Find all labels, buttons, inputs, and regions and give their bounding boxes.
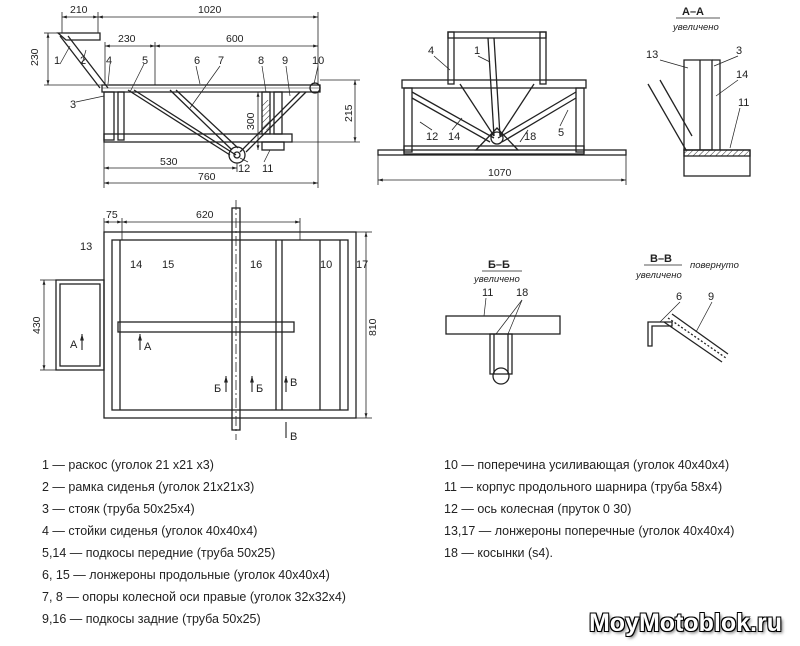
callout-9: 9: [282, 55, 288, 67]
plan-view-cutmarks: [80, 334, 288, 438]
callout-12: 12: [238, 163, 250, 175]
dim-760: 760: [198, 171, 216, 183]
callout-2: 2: [80, 55, 86, 67]
section-bb-subtitle: увеличено: [473, 274, 520, 285]
plan-callout-13: 13: [80, 241, 92, 253]
side-view-callouts: [59, 45, 319, 163]
legend-item: 10 — поперечина усиливающая (уголок 40х4…: [444, 458, 730, 472]
side-view: [56, 32, 321, 164]
cut-v-upper: В: [290, 377, 297, 389]
cut-b-left: Б: [214, 383, 221, 395]
callout-3: 3: [70, 99, 76, 111]
legend-item: 1 — раскос (уголок 21 х21 х3): [42, 458, 214, 472]
cut-b-right: Б: [256, 383, 263, 395]
rear-view-labels: 1070 4 1 12 14 18 5: [426, 45, 564, 179]
plan-callout-16: 16: [250, 259, 262, 271]
rear-callout-1: 1: [474, 45, 480, 57]
plan-callout-15: 15: [162, 259, 174, 271]
aa-callout-3: 3: [736, 45, 742, 57]
section-vv: В–В увеличено повернуто 6 9: [635, 253, 739, 363]
legend-item: 18 — косынки (s4).: [444, 546, 553, 560]
plan-view-dimensions: [40, 218, 372, 419]
callout-11: 11: [262, 163, 273, 175]
plan-callout-14: 14: [130, 259, 142, 271]
dim-300: 300: [245, 112, 257, 130]
legend-item: 7, 8 — опоры колесной оси правые (уголок…: [42, 590, 346, 604]
rear-view: [377, 31, 627, 156]
rear-callout-14: 14: [448, 131, 460, 143]
dim-1070: 1070: [488, 167, 512, 179]
cut-a-right: А: [144, 341, 152, 353]
side-view-callout-labels: 1 2 3 4 5 6 7 8 9 10 12 11: [54, 55, 324, 175]
dim-810: 810: [367, 318, 379, 336]
section-vv-title: В–В: [650, 253, 672, 265]
dim-230-vert: 230: [29, 48, 41, 66]
dim-620: 620: [196, 209, 214, 221]
plan-view: [55, 200, 357, 440]
section-vv-note: повернуто: [690, 260, 739, 271]
side-view-dimensions: [44, 12, 360, 188]
callout-7: 7: [218, 55, 224, 67]
callout-6: 6: [194, 55, 200, 67]
aa-callout-13: 13: [646, 49, 658, 61]
side-view-dim-labels: 210 1020 230 230 600 300 215 530 760: [29, 4, 355, 183]
plan-view-labels: 75 620 430 810 13 14 15 16 10 17 А А Б Б…: [31, 209, 379, 443]
dim-430: 430: [31, 316, 43, 334]
aa-callout-11: 11: [738, 97, 749, 109]
legend-item: 13,17 — лонжероны поперечные (уголок 40х…: [444, 524, 735, 538]
dim-215: 215: [343, 104, 355, 122]
cut-a-left: А: [70, 339, 78, 351]
legend-item: 5,14 — подкосы передние (труба 50х25): [42, 546, 276, 560]
dim-230: 230: [118, 33, 136, 45]
section-aa-subtitle: увеличено: [672, 22, 719, 33]
vv-callout-9: 9: [708, 291, 714, 303]
watermark: MoyMotoblok.ru: [588, 609, 782, 637]
bb-callout-11: 11: [482, 287, 493, 299]
dim-600: 600: [226, 33, 244, 45]
plan-callout-17: 17: [356, 259, 368, 271]
callout-4: 4: [106, 55, 112, 67]
section-bb: Б–Б увеличено 11 18: [445, 259, 561, 385]
rear-view-dimensions: [377, 55, 627, 185]
legend-item: 12 — ось колесная (пруток 0 30): [444, 502, 632, 516]
legend-item: 11 — корпус продольного шарнира (труба 5…: [444, 480, 723, 494]
callout-1: 1: [54, 55, 60, 67]
legend-item: 6, 15 — лонжероны продольные (уголок 40х…: [42, 568, 330, 582]
section-aa-title: А–А: [682, 6, 704, 18]
dim-1020: 1020: [198, 4, 222, 16]
rear-callout-12: 12: [426, 131, 438, 143]
rear-callout-4: 4: [428, 45, 434, 57]
legend-item: 2 — рамка сиденья (уголок 21х21х3): [42, 480, 255, 494]
section-vv-subtitle: увеличено: [635, 270, 682, 281]
bb-callout-18: 18: [516, 287, 528, 299]
cut-v-lower: В: [290, 431, 297, 443]
aa-callout-14: 14: [736, 69, 748, 81]
plan-callout-10: 10: [320, 259, 332, 271]
vv-callout-6: 6: [676, 291, 682, 303]
legend-item: 9,16 — подкосы задние (труба 50х25): [42, 612, 261, 626]
dim-75: 75: [106, 209, 118, 221]
callout-5: 5: [142, 55, 148, 67]
section-bb-title: Б–Б: [488, 259, 510, 271]
callout-10: 10: [312, 55, 324, 67]
legend-item: 3 — стояк (труба 50х25х4): [42, 502, 195, 516]
dim-530: 530: [160, 156, 178, 168]
rear-callout-18: 18: [524, 131, 536, 143]
rear-callout-5: 5: [558, 127, 564, 139]
legend-item: 4 — стойки сиденья (уголок 40х40х4): [42, 524, 258, 538]
section-aa: А–А увеличено 13 3 14 11: [646, 6, 751, 177]
callout-8: 8: [258, 55, 264, 67]
dim-210: 210: [70, 4, 88, 16]
